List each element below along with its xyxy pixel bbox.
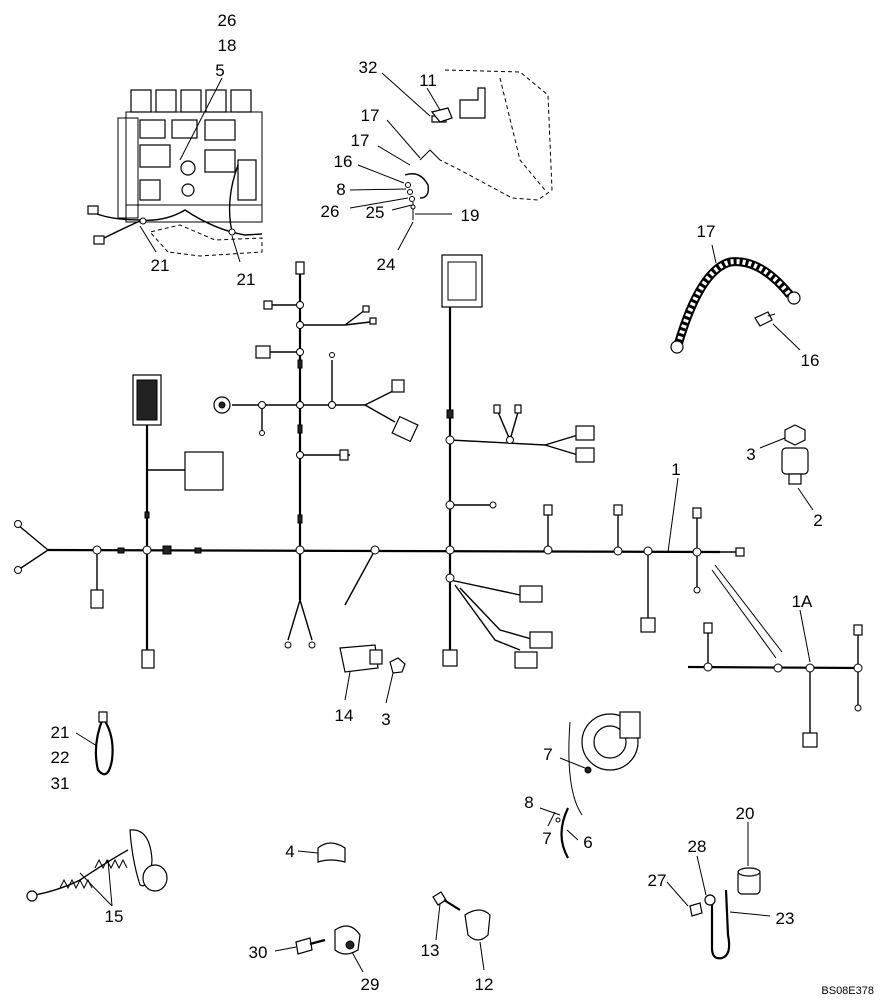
callout-8: 8 bbox=[524, 793, 533, 812]
washer-28 bbox=[704, 894, 716, 906]
callout-29: 29 bbox=[361, 975, 380, 994]
spring-harness bbox=[26, 829, 168, 902]
cable-tie bbox=[94, 711, 114, 776]
callout-3: 3 bbox=[746, 445, 755, 464]
callout-17: 17 bbox=[361, 106, 380, 125]
figure-reference-code: BS08E378 bbox=[821, 985, 874, 997]
bolt-13 bbox=[432, 891, 461, 911]
callout-4: 4 bbox=[285, 842, 294, 861]
alternator-assembly bbox=[555, 711, 641, 859]
callout-labels: 26 18 5 21 21 32 11 17 17 16 8 26 25 19 … bbox=[51, 11, 874, 997]
sensor-14 bbox=[339, 644, 406, 674]
callout-14: 14 bbox=[335, 706, 354, 725]
u-bolt-23 bbox=[710, 889, 731, 960]
callout-11: 11 bbox=[419, 71, 437, 90]
callout-21: 21 bbox=[237, 270, 256, 289]
pressure-switch bbox=[781, 424, 809, 485]
ground-strap bbox=[670, 257, 801, 354]
callout-22: 22 bbox=[51, 748, 70, 767]
callout-32: 32 bbox=[359, 58, 378, 77]
callout-24: 24 bbox=[377, 255, 396, 274]
callout-1: 1 bbox=[671, 460, 680, 479]
callout-26: 26 bbox=[321, 202, 340, 221]
callout-26: 26 bbox=[218, 11, 237, 30]
callout-7: 7 bbox=[543, 745, 552, 764]
callout-8: 8 bbox=[336, 180, 345, 199]
callout-2: 2 bbox=[813, 511, 822, 530]
clamp-12 bbox=[464, 909, 491, 941]
callout-27: 27 bbox=[648, 871, 667, 890]
callout-12: 12 bbox=[475, 975, 494, 994]
callout-7: 7 bbox=[542, 829, 551, 848]
leader-lines bbox=[75, 72, 814, 973]
callout-21: 21 bbox=[51, 723, 70, 742]
callout-28: 28 bbox=[688, 837, 707, 856]
callout-5: 5 bbox=[215, 61, 224, 80]
callout-19: 19 bbox=[461, 206, 480, 225]
bracket-assembly-illustration bbox=[404, 69, 553, 220]
callout-31: 31 bbox=[51, 774, 70, 793]
callout-30: 30 bbox=[249, 943, 268, 962]
main-harness bbox=[14, 254, 783, 669]
spacer-20 bbox=[737, 867, 761, 895]
callout-17: 17 bbox=[351, 131, 370, 150]
callout-16: 16 bbox=[801, 351, 820, 370]
callout-21: 21 bbox=[151, 256, 170, 275]
callout-3: 3 bbox=[381, 710, 390, 729]
bolt-27 bbox=[689, 902, 703, 917]
callout-17: 17 bbox=[697, 222, 716, 241]
callout-6: 6 bbox=[583, 833, 592, 852]
callout-25: 25 bbox=[366, 203, 385, 222]
callout-1A: 1A bbox=[792, 592, 813, 611]
fuse-panel-illustration bbox=[87, 89, 263, 257]
callout-16: 16 bbox=[334, 152, 353, 171]
clamp-29 bbox=[334, 925, 361, 955]
clamp-4 bbox=[317, 842, 346, 863]
callout-15: 15 bbox=[105, 907, 124, 926]
callout-20: 20 bbox=[736, 804, 755, 823]
sub-harness-1A bbox=[687, 622, 863, 748]
bolt-30 bbox=[295, 937, 326, 955]
callout-13: 13 bbox=[421, 941, 440, 960]
callout-23: 23 bbox=[776, 909, 795, 928]
callout-18: 18 bbox=[218, 36, 237, 55]
